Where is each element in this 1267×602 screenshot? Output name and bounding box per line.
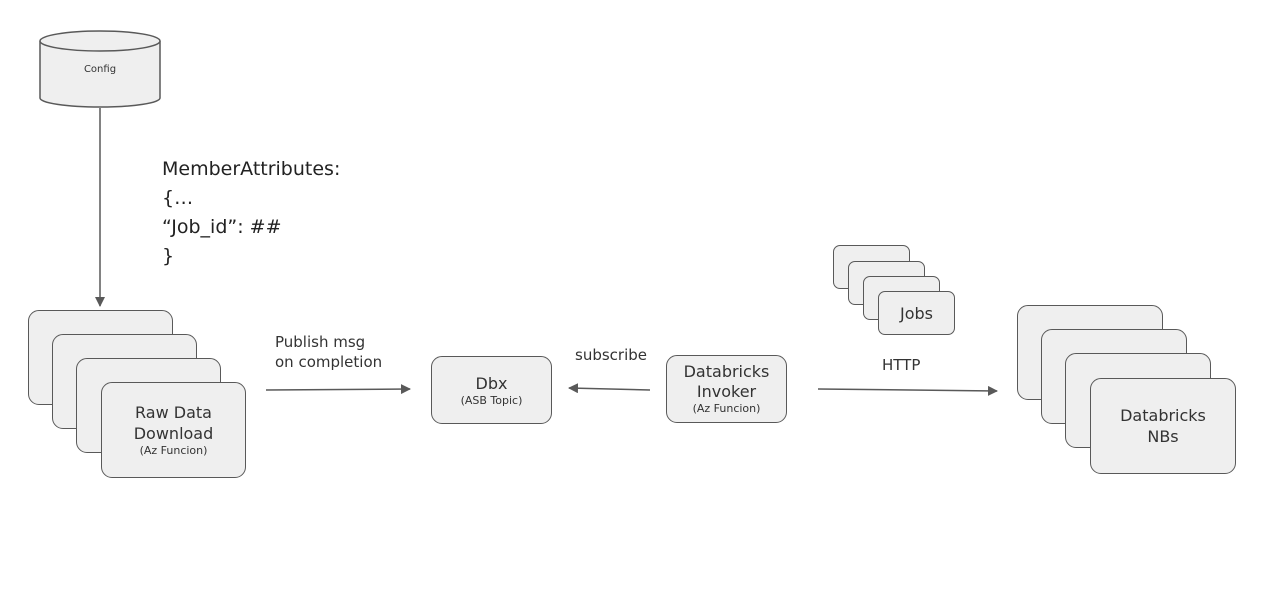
- raw-download-title-line1: Raw Data: [135, 403, 212, 422]
- notebooks-title-line1: Databricks: [1120, 406, 1206, 425]
- jobs-node: Jobs: [878, 291, 955, 335]
- note-line: “Job_id”: ##: [162, 216, 282, 238]
- jobs-label: Jobs: [900, 303, 933, 323]
- publish-label-line1: Publish msg: [275, 333, 366, 351]
- raw-download-title-line2: Download: [133, 424, 214, 443]
- publish-label: Publish msg on completion: [275, 332, 382, 372]
- notebooks-title-line2: NBs: [1147, 427, 1179, 446]
- http-arrow: [817, 385, 998, 396]
- dbx-topic-node: Dbx (ASB Topic): [431, 356, 552, 424]
- config-label: Config: [83, 64, 117, 75]
- publish-label-line2: on completion: [275, 353, 383, 371]
- member-attributes-note: MemberAttributes: {… “Job_id”: ## }: [162, 155, 340, 271]
- raw-download-subtitle: (Az Funcion): [139, 444, 208, 457]
- databricks-invoker-node: Databricks Invoker (Az Funcion): [666, 355, 787, 423]
- note-line: MemberAttributes:: [162, 158, 341, 180]
- publish-arrow: [265, 384, 411, 395]
- http-label: HTTP: [882, 356, 921, 374]
- subscribe-arrow: [568, 383, 651, 394]
- dbx-subtitle: (ASB Topic): [460, 393, 523, 407]
- config-cylinder: [39, 30, 161, 108]
- raw-data-download-node: Raw Data Download (Az Funcion): [101, 382, 246, 478]
- dbx-title: Dbx: [475, 373, 508, 393]
- subscribe-label: subscribe: [575, 346, 647, 364]
- invoker-title-line2: Invoker: [696, 382, 757, 401]
- invoker-subtitle: (Az Funcion): [692, 402, 761, 415]
- note-line: {…: [162, 187, 194, 209]
- databricks-notebooks-node: Databricks NBs: [1090, 378, 1236, 474]
- invoker-title-line1: Databricks: [683, 362, 770, 381]
- note-line: }: [162, 245, 175, 267]
